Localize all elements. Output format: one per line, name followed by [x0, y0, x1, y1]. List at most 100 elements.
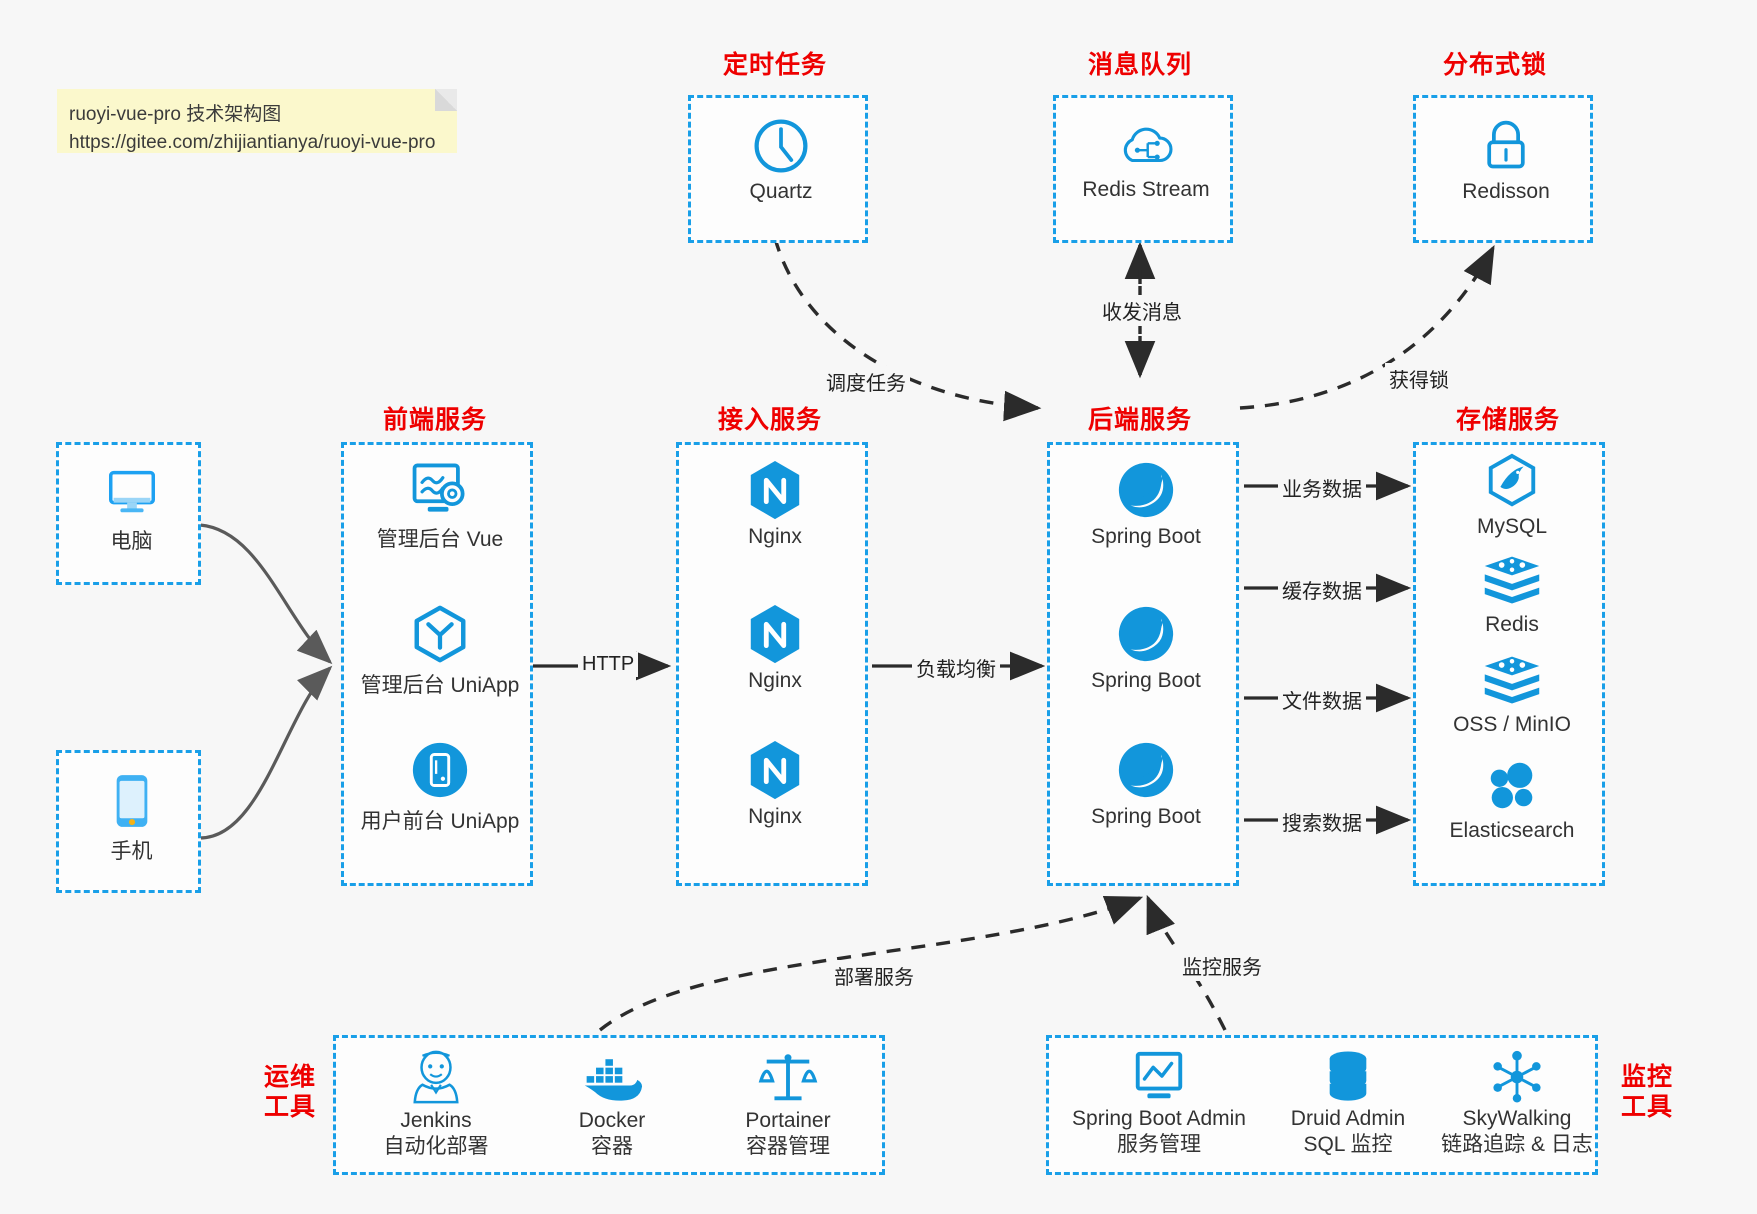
node-label: OSS / MinIO — [1453, 713, 1571, 736]
node-spring-boot-2[interactable]: Spring Boot — [1050, 603, 1242, 693]
caption-distributed-lock: 分布式锁 — [1442, 51, 1547, 79]
node-name: Docker — [578, 1109, 646, 1132]
mobile-app-icon — [412, 742, 468, 798]
caption-gateway-service: 接入服务 — [717, 406, 822, 434]
edge-label-file-data: 文件数据 — [1278, 684, 1366, 715]
group-box-devops-tools: Jenkins 自动化部署 Docker 容器 — [333, 1035, 885, 1175]
nginx-icon — [750, 460, 800, 520]
node-label: Redis — [1485, 613, 1539, 636]
node-name: Portainer — [745, 1109, 831, 1132]
group-box-monitor-tools: Spring Boot Admin 服务管理 Druid Admin SQL 监… — [1046, 1035, 1598, 1175]
edge-label-acquire-lock: 获得锁 — [1385, 363, 1453, 394]
node-label: Spring Boot — [1091, 669, 1201, 692]
node-name: SkyWalking — [1462, 1107, 1572, 1130]
node-nginx-2[interactable]: Nginx — [679, 603, 871, 693]
node-label: Spring Boot — [1091, 805, 1201, 828]
node-jenkins[interactable]: Jenkins 自动化部署 — [356, 1048, 516, 1161]
mysql-icon — [1488, 453, 1536, 507]
node-portainer[interactable]: Portainer 容器管理 — [708, 1048, 868, 1161]
edge-label-business-data: 业务数据 — [1278, 472, 1366, 503]
redis-icon — [1484, 556, 1540, 604]
dashboard-vue-icon — [412, 463, 465, 512]
lock-icon — [1487, 120, 1525, 169]
node-druid-admin[interactable]: Druid Admin SQL 监控 — [1263, 1048, 1433, 1159]
elasticsearch-icon — [1490, 762, 1533, 809]
clock-icon — [754, 119, 808, 173]
node-label: Nginx — [748, 669, 802, 692]
caption-monitor-line1: 监控 — [1620, 1063, 1673, 1091]
group-box-message-queue: Redis Stream — [1053, 95, 1233, 243]
node-mobile[interactable]: 手机 — [59, 771, 204, 865]
node-label: 手机 — [110, 840, 153, 863]
group-box-frontend: 管理后台 Vue 管理后台 UniApp 用户前台 UniApp — [341, 442, 533, 886]
node-label: Nginx — [748, 805, 802, 828]
oss-minio-icon — [1484, 656, 1540, 704]
note-line-1: ruoyi-vue-pro 技术架构图 — [69, 104, 282, 125]
node-spring-boot-3[interactable]: Spring Boot — [1050, 739, 1242, 829]
node-desc: 自动化部署 — [383, 1135, 489, 1159]
jenkins-icon — [413, 1050, 459, 1104]
druid-db-icon — [1329, 1051, 1367, 1101]
node-user-uniapp[interactable]: 用户前台 UniApp — [344, 739, 536, 835]
group-box-distributed-lock: Redisson — [1413, 95, 1593, 243]
edge-label-load-balance: 负载均衡 — [912, 652, 1000, 683]
node-label: 用户前台 UniApp — [360, 810, 520, 833]
edge-label-search-data: 搜索数据 — [1278, 806, 1366, 837]
caption-scheduled-task: 定时任务 — [722, 51, 827, 79]
node-desc: SQL 监控 — [1303, 1133, 1393, 1157]
caption-monitor-tools: 监控 工具 — [1612, 1063, 1682, 1122]
node-redisson[interactable]: Redisson — [1416, 116, 1596, 204]
skywalking-icon — [1493, 1050, 1541, 1103]
node-label: 管理后台 UniApp — [360, 674, 520, 697]
portainer-icon — [758, 1054, 818, 1101]
node-admin-uniapp[interactable]: 管理后台 UniApp — [344, 603, 536, 699]
node-spring-boot-1[interactable]: Spring Boot — [1050, 459, 1242, 549]
desktop-icon — [108, 470, 155, 513]
group-box-client-desktop: 电脑 — [56, 442, 201, 585]
node-desc: 链路追踪 & 日志 — [1441, 1133, 1593, 1157]
node-oss-minio[interactable]: OSS / MinIO — [1416, 653, 1608, 737]
caption-devops-line1: 运维 — [263, 1063, 316, 1091]
caption-devops-tools: 运维 工具 — [255, 1063, 325, 1122]
docker-icon — [584, 1059, 643, 1101]
node-admin-vue[interactable]: 管理后台 Vue — [344, 459, 536, 553]
node-label: Spring Boot — [1091, 525, 1201, 548]
caption-storage-service: 存储服务 — [1455, 406, 1560, 434]
node-nginx-3[interactable]: Nginx — [679, 739, 871, 829]
note-fold-corner — [435, 89, 457, 111]
node-docker[interactable]: Docker 容器 — [532, 1048, 692, 1161]
node-redis-stream[interactable]: Redis Stream — [1056, 116, 1236, 202]
diagram-note: ruoyi-vue-pro 技术架构图 https://gitee.com/zh… — [57, 89, 457, 153]
spring-boot-icon — [1118, 606, 1174, 662]
node-mysql[interactable]: MySQL — [1416, 453, 1608, 539]
node-label: MySQL — [1476, 515, 1547, 538]
node-skywalking[interactable]: SkyWalking 链路追踪 & 日志 — [1427, 1048, 1607, 1159]
node-redis[interactable]: Redis — [1416, 553, 1608, 637]
node-desc: 服务管理 — [1117, 1133, 1201, 1157]
caption-message-queue: 消息队列 — [1087, 51, 1192, 79]
node-name: Jenkins — [400, 1109, 472, 1132]
caption-monitor-line2: 工具 — [1620, 1092, 1673, 1121]
edge-label-cache-data: 缓存数据 — [1278, 574, 1366, 605]
node-name: Druid Admin — [1290, 1107, 1406, 1130]
group-box-client-mobile: 手机 — [56, 750, 201, 893]
edge-label-send-receive-msg: 收发消息 — [1098, 295, 1186, 326]
edge-label-deploy-service: 部署服务 — [830, 960, 918, 991]
mobile-icon — [116, 775, 147, 827]
node-label: Elasticsearch — [1449, 819, 1575, 842]
node-nginx-1[interactable]: Nginx — [679, 459, 871, 549]
caption-devops-line2: 工具 — [263, 1092, 316, 1121]
spring-boot-icon — [1118, 462, 1174, 518]
node-name: Spring Boot Admin — [1072, 1107, 1246, 1130]
node-quartz[interactable]: Quartz — [691, 116, 871, 204]
node-label: 管理后台 Vue — [376, 528, 504, 551]
node-label: Quartz — [749, 180, 813, 203]
node-desktop[interactable]: 电脑 — [59, 463, 204, 555]
caption-frontend-service: 前端服务 — [382, 406, 487, 434]
cloud-stream-icon — [1123, 127, 1173, 163]
caption-backend-service: 后端服务 — [1087, 406, 1192, 434]
node-spring-boot-admin[interactable]: Spring Boot Admin 服务管理 — [1059, 1048, 1259, 1159]
spring-boot-admin-icon — [1135, 1051, 1183, 1099]
node-elasticsearch[interactable]: Elasticsearch — [1416, 757, 1608, 843]
